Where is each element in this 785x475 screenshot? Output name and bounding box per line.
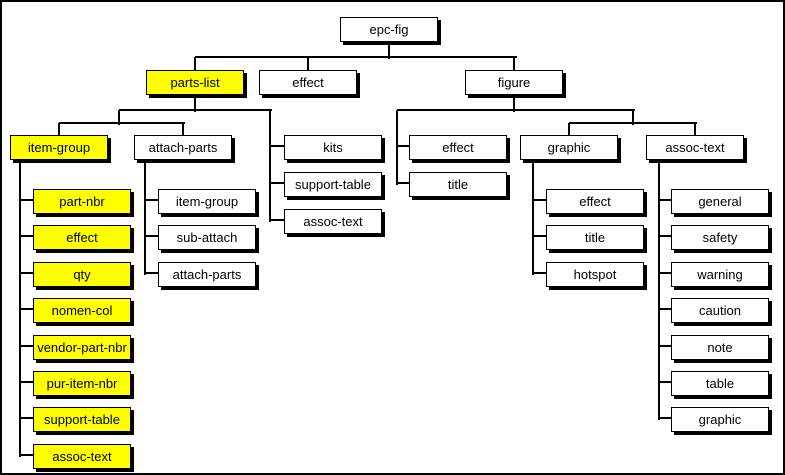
connector-line [513, 95, 515, 112]
connector-line [20, 272, 35, 274]
node-assoc-text-under-item-group: assoc-text [33, 444, 131, 469]
connector-line [397, 145, 411, 147]
node-vendor-part-nbr: vendor-part-nbr [33, 335, 131, 360]
node-kits: kits [284, 135, 382, 160]
connector-line [144, 160, 146, 275]
connector-line [270, 182, 286, 184]
connector-line [533, 199, 548, 201]
node-nomen-col: nomen-col [33, 298, 131, 323]
connector-line [307, 57, 309, 72]
connector-line [659, 345, 673, 347]
node-item-group-under-attach-parts: item-group [158, 189, 256, 214]
connector-line [568, 123, 570, 137]
node-attach-parts: attach-parts [134, 135, 232, 160]
node-attach-parts-under-attach-parts: attach-parts [158, 262, 256, 287]
connector-line [59, 122, 185, 124]
connector-line [694, 123, 696, 137]
node-support-table-under-parts-list: support-table [284, 172, 382, 197]
node-general: general [671, 189, 769, 214]
node-note: note [671, 335, 769, 360]
connector-line [397, 182, 411, 184]
connector-line [659, 417, 673, 419]
connector-line [270, 219, 286, 221]
connector-line [388, 42, 390, 59]
node-title-under-figure: title [409, 172, 507, 197]
connector-line [659, 199, 673, 201]
connector-line [145, 272, 160, 274]
connector-line [658, 160, 660, 420]
node-sub-attach: sub-attach [158, 225, 256, 250]
connector-line [532, 160, 534, 275]
connector-line [659, 272, 673, 274]
connector-line [145, 235, 160, 237]
connector-line [118, 110, 120, 125]
node-effect-under-item-group: effect [33, 225, 131, 250]
node-figure: figure [465, 70, 563, 95]
node-effect-under-figure: effect [409, 135, 507, 160]
connector-line [632, 110, 634, 125]
connector-line [659, 308, 673, 310]
connector-line [569, 122, 697, 124]
node-safety: safety [671, 225, 769, 250]
node-warning: warning [671, 262, 769, 287]
node-graphic-under-assoc-text: graphic [671, 407, 769, 432]
node-effect-under-graphic: effect [546, 189, 644, 214]
connector-line [20, 454, 35, 456]
node-parts-list: parts-list [146, 70, 244, 95]
connector-line [20, 345, 35, 347]
connector-line [20, 417, 35, 419]
node-item-group: item-group [10, 135, 108, 160]
connector-line [396, 110, 398, 185]
connector-line [269, 110, 271, 222]
connector-line [533, 235, 548, 237]
connector-line [659, 235, 673, 237]
node-support-table-under-item-group: support-table [33, 407, 131, 432]
connector-line [20, 308, 35, 310]
connector-line [533, 272, 548, 274]
connector-line [20, 235, 35, 237]
connector-line [58, 123, 60, 137]
node-hotspot: hotspot [546, 262, 644, 287]
connector-line [270, 145, 286, 147]
node-caution: caution [671, 298, 769, 323]
connector-line [145, 199, 160, 201]
connector-line [194, 95, 196, 112]
node-part-nbr: part-nbr [33, 189, 131, 214]
connector-line [194, 57, 196, 72]
node-qty: qty [33, 262, 131, 287]
node-graphic: graphic [520, 135, 618, 160]
connector-line [20, 381, 35, 383]
connector-line [20, 199, 35, 201]
node-epc-fig: epc-fig [340, 17, 438, 42]
connector-line [195, 56, 517, 58]
node-table: table [671, 371, 769, 396]
connector-line [119, 109, 272, 111]
node-pur-item-nbr: pur-item-nbr [33, 371, 131, 396]
node-title-under-graphic: title [546, 225, 644, 250]
node-assoc-text-under-parts-list: assoc-text [284, 209, 382, 234]
connector-line [513, 57, 515, 72]
node-assoc-text-under-figure: assoc-text [646, 135, 744, 160]
node-effect-under-epc-fig: effect [259, 70, 357, 95]
connector-line [182, 123, 184, 137]
connector-line [397, 109, 635, 111]
connector-line [659, 381, 673, 383]
